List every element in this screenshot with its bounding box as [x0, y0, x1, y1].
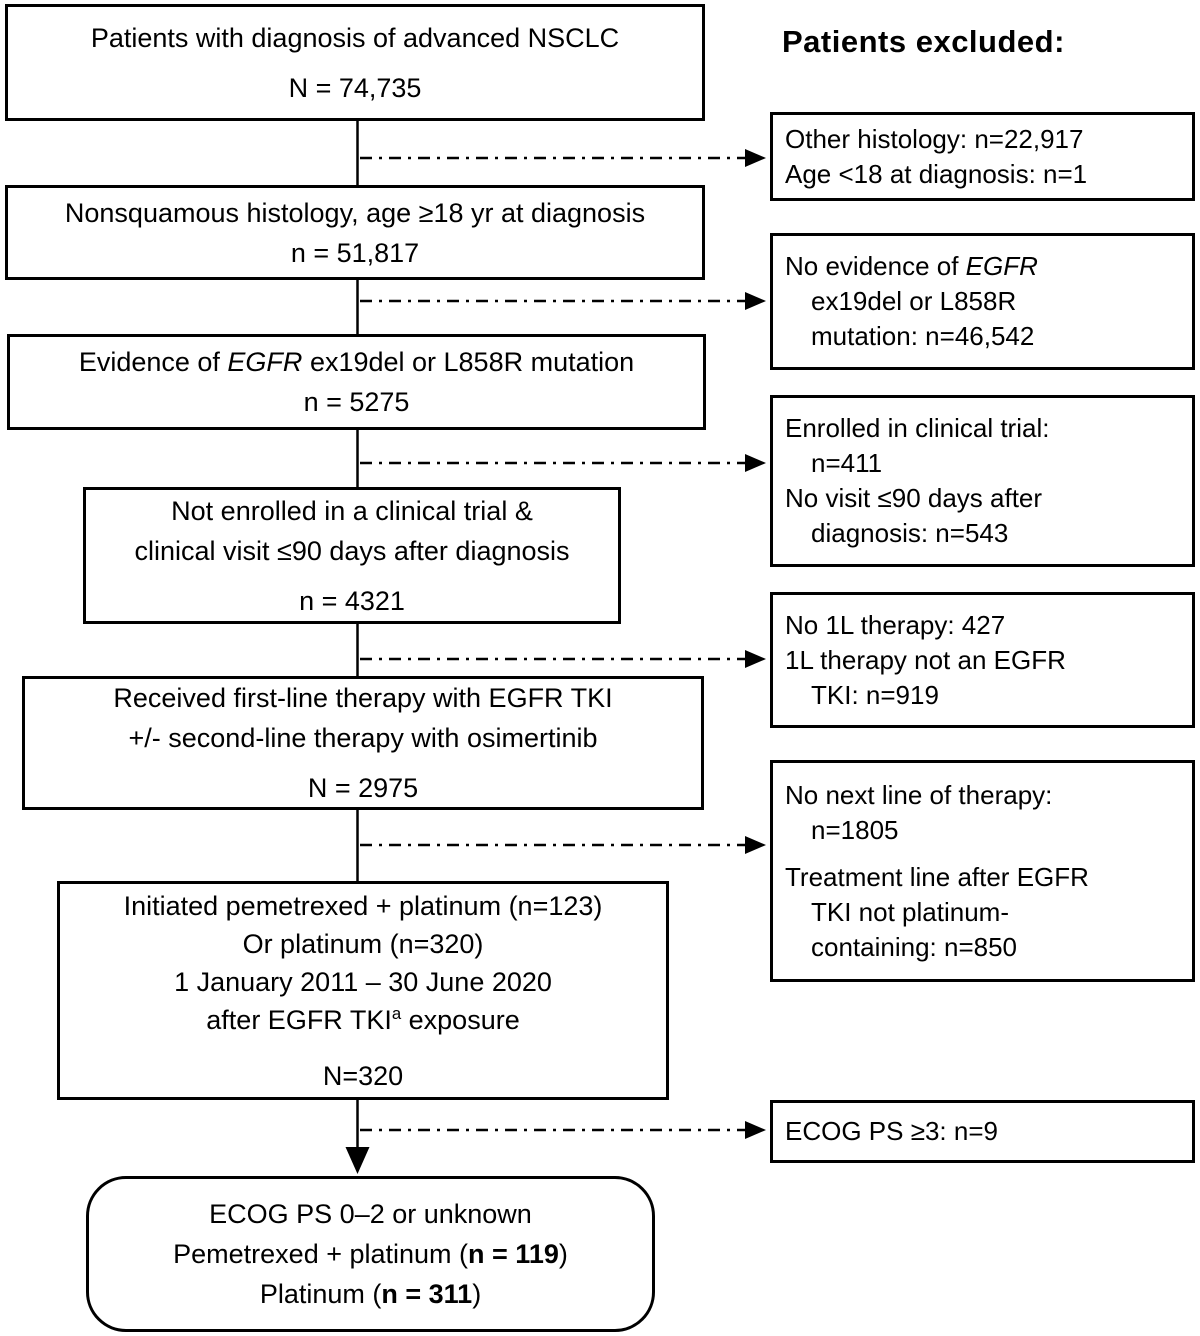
flow-box-first-line-tki-text2: +/- second-line therapy with osimertinib: [128, 723, 598, 753]
flow-box-diagnosis: Patients with diagnosis of advanced NSCL…: [5, 4, 705, 121]
footnote-a-superscript: a: [391, 1003, 402, 1023]
flow-box-not-enrolled-text2: clinical visit ≤90 days after diagnosis: [134, 535, 570, 566]
excl-box-trial-or-no-visit: Enrolled in clinical trial: n=411 No vis…: [770, 395, 1195, 567]
excl-no-egfr-line3: mutation: n=46,542: [811, 321, 1035, 351]
excl-1l-line1: No 1L therapy: 427: [785, 609, 1006, 640]
excl-nextline-line5: containing: n=850: [811, 931, 1018, 962]
flow-box-diagnosis-count: N = 74,735: [288, 72, 422, 103]
flow-box-final-cohort: ECOG PS 0–2 or unknown Pemetrexed + plat…: [86, 1176, 655, 1332]
flow-box-not-enrolled-text1: Not enrolled in a clinical trial &: [171, 495, 533, 526]
excl-box-no-next-line: No next line of therapy: n=1805 Treatmen…: [770, 760, 1195, 982]
right-arrowhead-icons: [745, 149, 766, 1139]
flow-box-not-enrolled-count: n = 4321: [299, 585, 405, 616]
excl-trial-line3: No visit ≤90 days after: [785, 483, 1043, 513]
flow-box-final-text2: Pemetrexed + platinum (n = 119): [173, 1239, 568, 1269]
flow-box-histology: Nonsquamous histology, age ≥18 yr at dia…: [5, 185, 705, 280]
flow-box-initiated-text4: after EGFR TKIa exposure: [206, 1003, 520, 1035]
down-arrowhead-icon: [345, 1147, 370, 1174]
excl-1l-line2: 1L therapy not an EGFR: [785, 644, 1066, 675]
flow-box-initiated-count: N=320: [322, 1060, 404, 1091]
flow-box-initiated-text1: Initiated pemetrexed + platinum (n=123): [123, 890, 603, 921]
excl-ecog-line1: ECOG PS ≥3: n=9: [785, 1116, 998, 1146]
excluded-header: Patients excluded:: [782, 24, 1065, 59]
egfr-italic: EGFR: [965, 251, 1038, 281]
flow-box-egfr-mutation-count: n = 5275: [303, 387, 410, 417]
excl-other-histology-line2: Age <18 at diagnosis: n=1: [785, 158, 1088, 189]
excl-box-ecog: ECOG PS ≥3: n=9: [770, 1100, 1195, 1163]
flow-box-final-text3: Platinum (n = 311): [259, 1279, 482, 1309]
flow-box-initiated-text3: 1 January 2011 – 30 June 2020: [174, 966, 552, 997]
egfr-italic: EGFR: [227, 347, 303, 377]
excl-trial-line4: diagnosis: n=543: [811, 518, 1009, 548]
excl-box-no-1l-therapy: No 1L therapy: 427 1L therapy not an EGF…: [770, 592, 1195, 728]
excl-trial-line2: n=411: [811, 448, 883, 478]
flow-box-histology-count: n = 51,817: [290, 237, 420, 268]
excl-no-egfr-line1: No evidence of EGFR: [785, 251, 1038, 281]
excl-nextline-line2: n=1805: [811, 814, 899, 845]
final-platinum-count: n = 311: [381, 1279, 473, 1309]
flow-box-first-line-tki-text1: Received first-line therapy with EGFR TK…: [113, 683, 613, 713]
final-pemetrexed-count: n = 119: [468, 1239, 559, 1269]
excl-nextline-line4: TKI not platinum-: [811, 896, 1009, 927]
excl-trial-line1: Enrolled in clinical trial:: [785, 413, 1050, 443]
flow-box-histology-text: Nonsquamous histology, age ≥18 yr at dia…: [64, 197, 646, 228]
excl-other-histology-line1: Other histology: n=22,917: [785, 123, 1084, 154]
flow-box-egfr-mutation: Evidence of EGFR ex19del or L858R mutati…: [7, 334, 706, 430]
flow-box-first-line-tki: Received first-line therapy with EGFR TK…: [22, 676, 704, 810]
excl-box-other-histology: Other histology: n=22,917 Age <18 at dia…: [770, 112, 1195, 201]
flow-box-not-enrolled: Not enrolled in a clinical trial & clini…: [83, 487, 621, 624]
flow-box-first-line-tki-count: N = 2975: [307, 773, 419, 803]
flow-box-egfr-mutation-text: Evidence of EGFR ex19del or L858R mutati…: [78, 347, 635, 377]
flow-box-final-text1: ECOG PS 0–2 or unknown: [209, 1199, 532, 1229]
excl-nextline-line1: No next line of therapy:: [785, 779, 1053, 810]
excl-1l-line3: TKI: n=919: [811, 679, 939, 710]
flow-box-initiated-text2: Or platinum (n=320): [242, 928, 484, 959]
flow-box-initiated-platinum: Initiated pemetrexed + platinum (n=123) …: [57, 881, 669, 1100]
excl-no-egfr-line2: ex19del or L858R: [811, 286, 1017, 316]
excl-box-no-egfr-evidence: No evidence of EGFR ex19del or L858R mut…: [770, 233, 1195, 370]
excl-nextline-line3: Treatment line after EGFR: [785, 861, 1089, 892]
flow-box-diagnosis-text: Patients with diagnosis of advanced NSCL…: [90, 22, 620, 53]
